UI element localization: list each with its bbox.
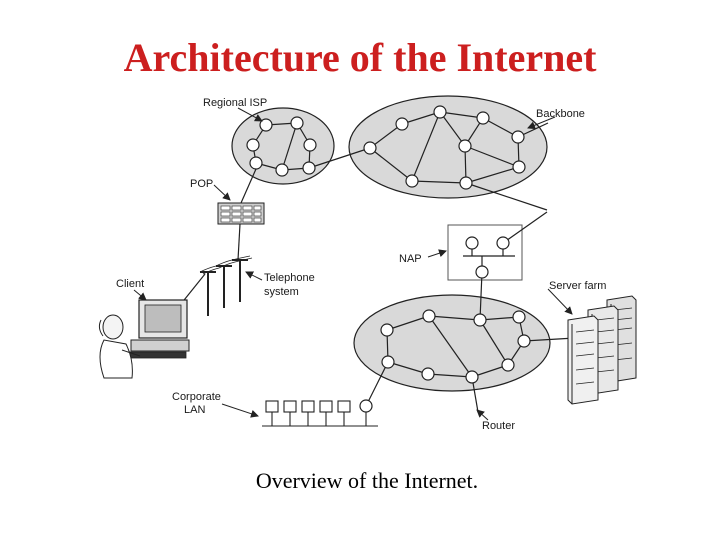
figure-caption: Overview of the Internet.: [255, 468, 479, 493]
router-node: [395, 117, 409, 131]
router-node: [405, 174, 419, 188]
router-node: [290, 116, 304, 130]
router-node: [476, 111, 490, 125]
router-node: [465, 370, 479, 384]
router-node: [512, 310, 526, 324]
nap-label: NAP: [399, 253, 422, 265]
router-node: [303, 138, 317, 152]
router-node: [512, 160, 526, 174]
server-farm: [567, 295, 637, 405]
router-node: [249, 156, 263, 170]
telephone-wires: [199, 255, 253, 275]
telephone-poles: [200, 259, 248, 316]
pop-label: POP: [190, 178, 213, 190]
label-arrows: [133, 107, 573, 421]
corporate-lan-label-line2: LAN: [184, 404, 205, 416]
routers: [246, 105, 531, 413]
telephone-label-line1: Telephone: [264, 272, 315, 284]
corporate-lan: [262, 400, 378, 427]
router-node: [275, 163, 289, 177]
corporate-lan-label-line1: Corporate: [172, 391, 221, 403]
router-node: [381, 355, 395, 369]
telephone-label-line2: system: [264, 286, 299, 298]
router-node: [517, 334, 531, 348]
pop-to-telephone-link: [237, 223, 241, 261]
router-node: [465, 236, 479, 250]
backbone-links: [369, 111, 549, 211]
nap-to-isp-link: [479, 271, 483, 321]
router-node: [458, 139, 472, 153]
client-workstation: [98, 299, 190, 379]
router-node: [422, 309, 436, 323]
slide-title: Architecture of the Internet: [123, 35, 597, 80]
pop-to-isp-link: [240, 168, 257, 204]
router-node: [259, 118, 273, 132]
router-node: [359, 399, 373, 413]
server-farm-label: Server farm: [549, 280, 606, 292]
router-node: [475, 265, 489, 279]
router-node: [380, 323, 394, 337]
router-node: [511, 130, 525, 144]
router-node: [459, 176, 473, 190]
router-node: [433, 105, 447, 119]
router-node: [421, 367, 435, 381]
router-node: [302, 161, 316, 175]
router-node: [246, 138, 260, 152]
regional-isp-label: Regional ISP: [203, 97, 267, 109]
backbone-label: Backbone: [536, 108, 585, 120]
router-node: [501, 358, 515, 372]
router-label: Router: [482, 420, 515, 432]
router-node: [363, 141, 377, 155]
router-node: [473, 313, 487, 327]
client-label: Client: [116, 278, 144, 290]
pop-modem-bank: [217, 202, 265, 225]
router-node: [496, 236, 510, 250]
